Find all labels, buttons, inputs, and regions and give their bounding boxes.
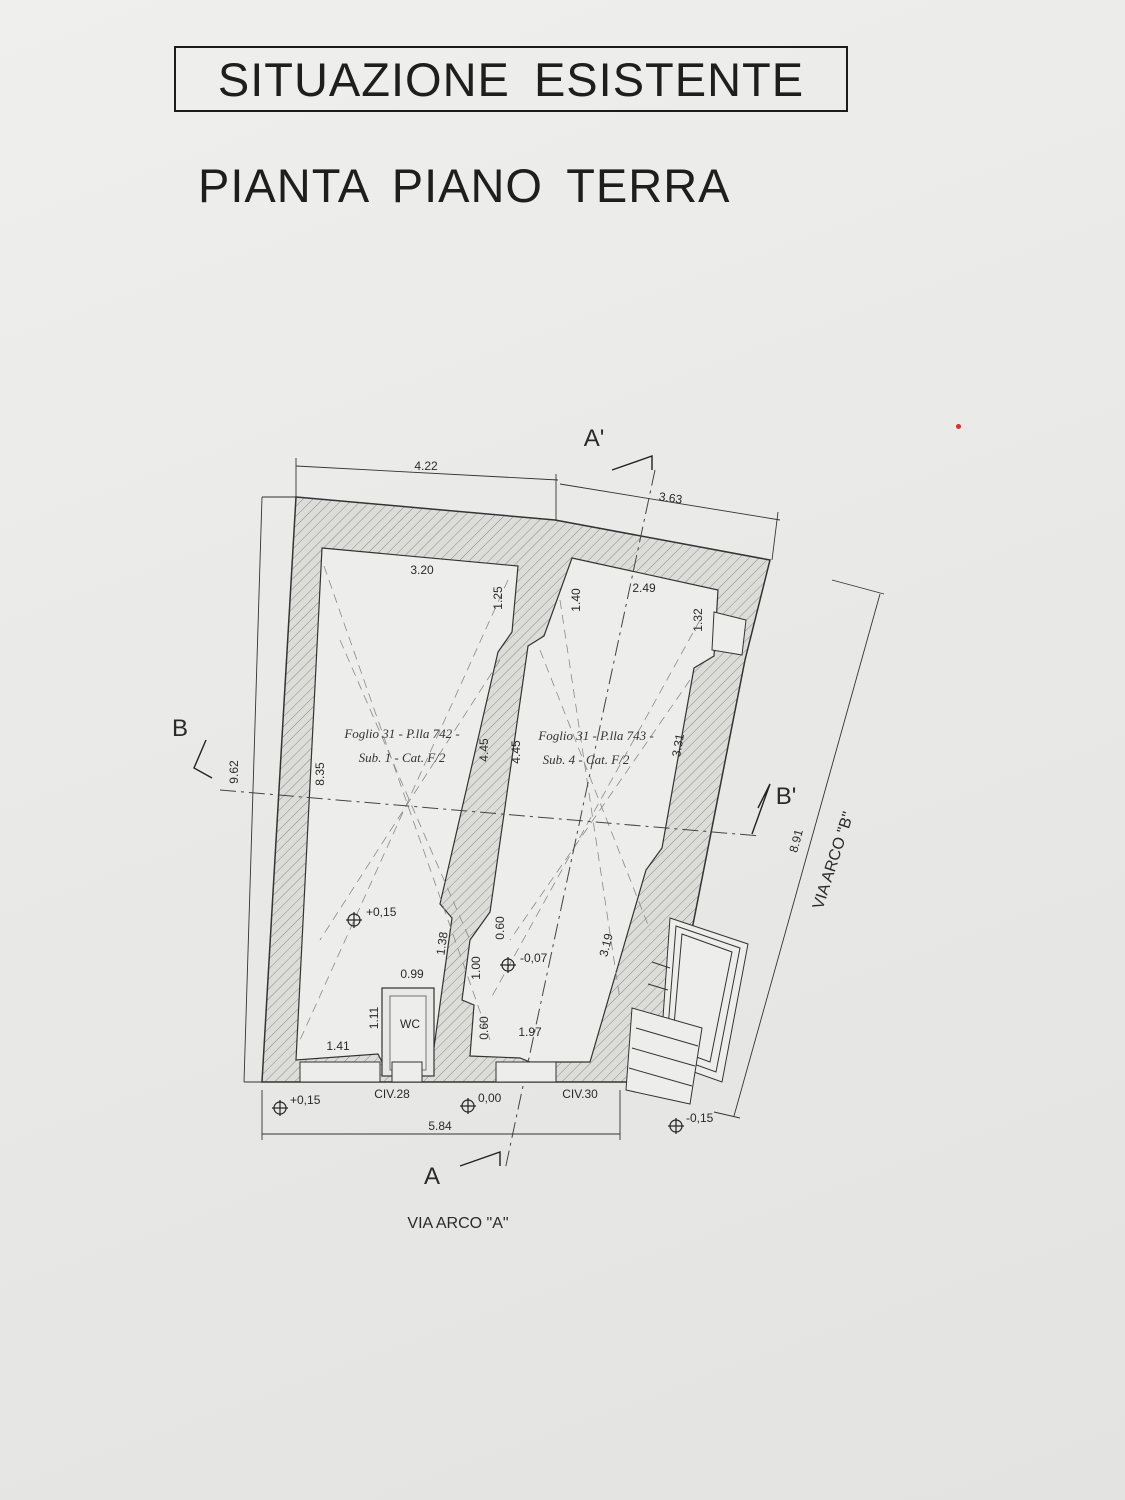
level-room-right: -0,07 <box>520 951 548 965</box>
dim-wall-g: 1.38 <box>433 931 450 956</box>
dim-right-height: 8.91 <box>786 828 806 854</box>
unit-left-line2: Sub. 1 - Cat. F/2 <box>359 750 446 765</box>
section-b: B <box>172 715 188 742</box>
wall-recess <box>711 611 747 656</box>
dim-top-right: 3.63 <box>658 489 683 506</box>
vault-lines <box>299 565 701 1041</box>
dimension-lines <box>243 458 885 1140</box>
dim-bottom-width: 5.84 <box>428 1119 452 1133</box>
section-a: A <box>424 1163 440 1190</box>
dim-door-left: 1.41 <box>326 1039 350 1053</box>
dim-wall-i: 1.00 <box>469 956 483 980</box>
dim-wall-b: 4.45 <box>509 740 523 764</box>
dim-room-left-width: 3.20 <box>410 563 434 577</box>
dim-door-right: 1.97 <box>518 1025 542 1039</box>
street-bottom: VIA ARCO "A" <box>407 1215 508 1232</box>
room-right <box>461 557 719 1063</box>
level-outside-left: +0,15 <box>290 1093 321 1107</box>
street-right: VIA ARCO "B" <box>810 810 857 911</box>
level-outside-center: 0,00 <box>478 1091 502 1105</box>
section-markers <box>193 455 771 1167</box>
dim-room-left-height: 8.35 <box>313 762 327 786</box>
dim-wall-c: 1.25 <box>491 586 505 610</box>
dim-left-height: 9.62 <box>227 760 241 784</box>
drawing-subtitle: PIANTA PIANO TERRA <box>198 159 731 212</box>
wc-label: WC <box>400 1017 420 1031</box>
title-box: SITUAZIONE ESISTENTE <box>174 46 848 112</box>
level-markers <box>272 912 684 1134</box>
unit-right-line1: Foglio 31 - P.lla 743 - <box>537 728 653 743</box>
wc-block <box>381 987 435 1077</box>
dim-wall-j: 0.60 <box>477 1016 491 1040</box>
level-outside-right: -0,15 <box>686 1111 714 1125</box>
dim-wall-f: 3.31 <box>669 732 687 758</box>
dim-wc-width: 0.99 <box>400 967 424 981</box>
dim-wall-a: 4.45 <box>477 738 491 762</box>
drawing-title: SITUAZIONE ESISTENTE <box>217 52 805 106</box>
dim-wall-k: 3.19 <box>597 932 616 958</box>
stair-block <box>625 917 749 1105</box>
unit-left-line1: Foglio 31 - P.lla 742 - <box>343 726 459 741</box>
dim-room-right-width: 2.49 <box>632 581 656 595</box>
dim-wall-e: 1.32 <box>691 608 705 632</box>
level-room-left: +0,15 <box>366 905 397 919</box>
section-b-prime: B' <box>776 783 797 810</box>
section-axes <box>219 469 761 1171</box>
civic-left: CIV.28 <box>374 1087 410 1101</box>
civic-right: CIV.30 <box>562 1087 598 1101</box>
dim-top-left: 4.22 <box>414 459 438 473</box>
dim-wall-d: 1.40 <box>569 588 583 612</box>
red-mark <box>956 424 961 429</box>
door-openings <box>299 1061 557 1083</box>
dim-wc-height: 1.11 <box>367 1006 381 1029</box>
section-a-prime: A' <box>584 425 605 452</box>
dim-wall-h: 0.60 <box>493 916 507 940</box>
unit-right-line2: Sub. 4 - Cat. F/2 <box>543 752 630 767</box>
